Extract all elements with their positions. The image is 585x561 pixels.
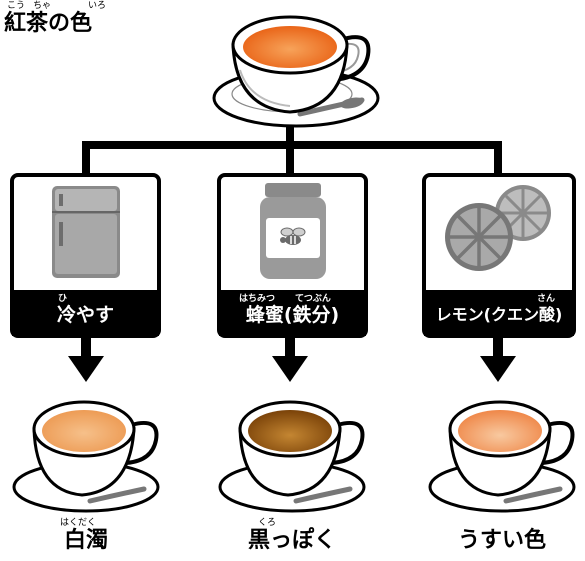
- branch-label-honey: はちみつ てつぶん 蜂蜜(鉄分): [219, 294, 366, 326]
- result-label-lemon: うすい色: [440, 518, 564, 554]
- refrigerator-icon: [52, 186, 120, 278]
- branch-label-cool-furigana: ひ: [58, 294, 68, 304]
- arrow-cool: [68, 336, 104, 382]
- top-tea-cup: [212, 15, 380, 128]
- result-label-honey-text: 黒っぽく: [247, 528, 336, 553]
- result-label-cool-text: 白濁: [63, 528, 108, 553]
- lemon-slices-icon: [445, 185, 551, 271]
- title-furigana-1: こう: [7, 1, 26, 11]
- branch-label-honey-furigana-1: はちみつ: [239, 294, 276, 304]
- result-label-cool: はくだく 白濁: [26, 518, 146, 554]
- result-cup-honey: [218, 400, 366, 513]
- result-label-honey: くろ 黒っぽく: [230, 518, 354, 554]
- honey-jar-icon: [260, 183, 326, 279]
- branch-label-cool-text: 冷やす: [56, 304, 114, 326]
- title-furigana-2: ちゃ: [33, 1, 52, 11]
- branch-label-cool: ひ 冷やす: [12, 294, 159, 326]
- title-text: 紅茶の色: [4, 11, 93, 36]
- branch-label-lemon-text: レモン(クエン酸): [435, 305, 563, 324]
- result-cup-lemon: [428, 400, 576, 513]
- arrow-honey: [272, 336, 308, 382]
- result-label-cool-furigana: はくだく: [60, 518, 97, 528]
- arrow-lemon: [480, 336, 516, 382]
- diagram-title: こう ちゃ いろ 紅茶の色: [4, 1, 124, 37]
- result-cup-cool: [12, 400, 160, 513]
- branch-label-honey-furigana-2: てつぶん: [295, 294, 331, 304]
- branch-label-lemon: さん レモン(クエン酸): [424, 294, 574, 326]
- result-label-lemon-text: うすい色: [457, 528, 546, 553]
- title-furigana-3: いろ: [88, 1, 107, 11]
- branch-connector: [82, 126, 502, 176]
- result-label-honey-furigana: くろ: [258, 518, 277, 528]
- branch-label-honey-text: 蜂蜜(鉄分): [245, 304, 340, 326]
- branch-label-lemon-furigana: さん: [537, 294, 556, 304]
